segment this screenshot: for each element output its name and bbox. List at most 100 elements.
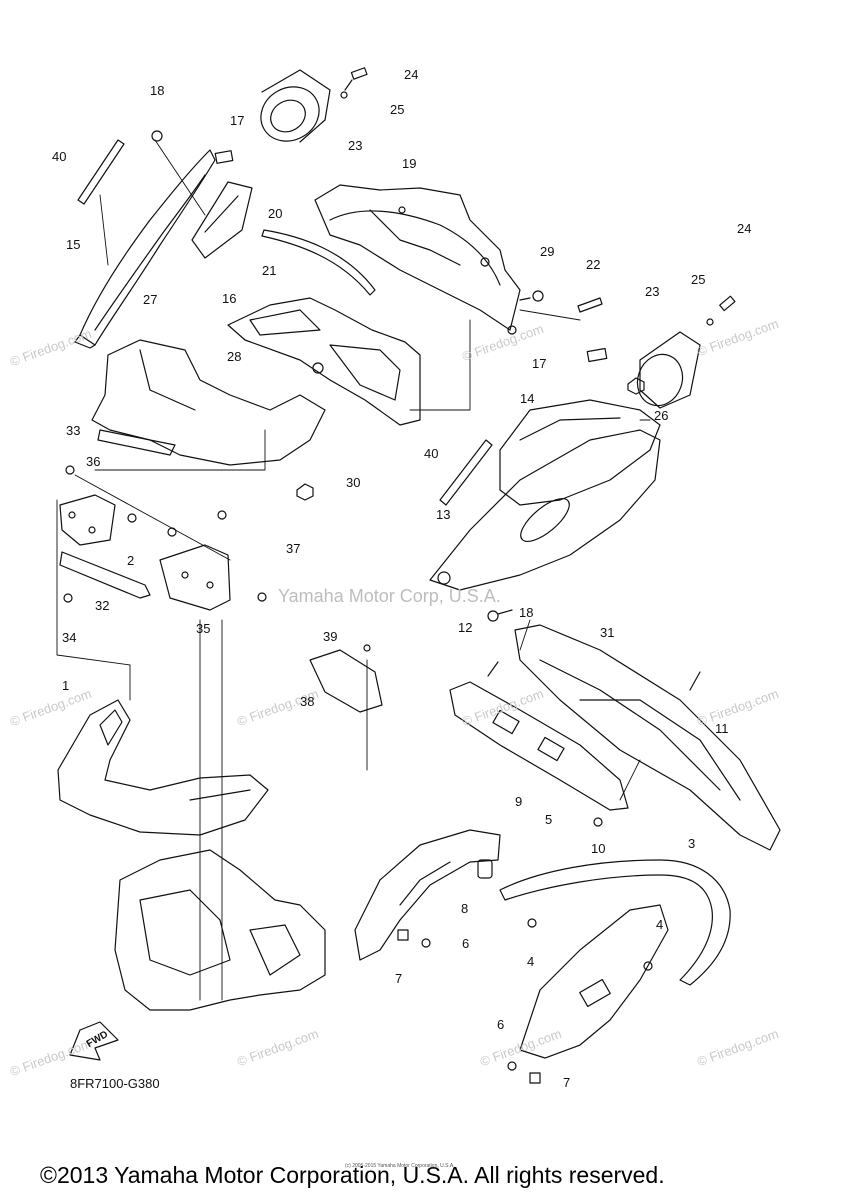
callout-40: 40 — [52, 149, 67, 164]
callout-2: 2 — [127, 553, 135, 568]
part-36-bracket — [59, 494, 116, 546]
callout-25: 25 — [691, 272, 706, 287]
part-39-screw — [363, 644, 371, 652]
callout-34: 34 — [62, 630, 77, 645]
part-12-rivet — [487, 661, 499, 677]
callout-9: 9 — [515, 794, 523, 809]
part-23-end-cap-right — [636, 331, 701, 409]
callout-21: 21 — [262, 263, 277, 278]
callout-1: 1 — [62, 678, 70, 693]
part-11-rivet — [689, 671, 701, 691]
part-6-bolt-b — [507, 1061, 517, 1071]
part-40-strip-lower — [439, 439, 493, 506]
part-32-rod — [59, 551, 151, 599]
callout-22: 22 — [586, 257, 601, 272]
part-9-side-rail — [449, 681, 629, 811]
part-24-bolt-right — [719, 295, 736, 312]
part-24-bolt-upper — [344, 67, 368, 91]
callout-37: 37 — [286, 541, 301, 556]
callout-17: 17 — [230, 113, 245, 128]
callout-27: 27 — [143, 292, 158, 307]
part-15-side-cover — [74, 149, 216, 349]
part-34-bolt — [63, 593, 73, 603]
callout-12: 12 — [458, 620, 473, 635]
part-21-bracket — [227, 297, 421, 426]
part-29-bolt — [519, 290, 544, 302]
tiny-copyright: (c) 2005-2015 Yamaha Motor Corporation, … — [345, 1163, 455, 1169]
part-2-bolt-b — [167, 527, 177, 537]
callout-7: 7 — [395, 971, 403, 986]
part-4-bolt-a — [527, 918, 537, 928]
part-35-bracket — [159, 544, 231, 611]
callout-40: 40 — [424, 446, 439, 461]
part-17-pad-lower — [586, 347, 608, 363]
copyright-notice: ©2013 Yamaha Motor Corporation, U.S.A. A… — [40, 1162, 665, 1188]
part-4-bolt-b — [643, 961, 653, 971]
frame-assembly — [114, 849, 326, 1011]
part-23-end-cap-upper — [260, 69, 331, 143]
part-side-cover-lower — [519, 904, 669, 1059]
callout-5: 5 — [545, 812, 553, 827]
callout-20: 20 — [268, 206, 283, 221]
part-2-bolt-a — [127, 513, 137, 523]
callout-6: 6 — [462, 936, 470, 951]
callout-19: 19 — [402, 156, 417, 171]
part-6-bolt-a — [421, 938, 431, 948]
callout-10: 10 — [591, 841, 606, 856]
callout-11: 11 — [715, 721, 729, 736]
callout-13: 13 — [436, 507, 451, 522]
watermark-center: Yamaha Motor Corp, U.S.A. — [278, 586, 501, 606]
part-18-bolt-lower — [487, 609, 513, 622]
part-31-rail — [514, 624, 781, 851]
callout-14: 14 — [520, 391, 535, 406]
part-5-side-bracket — [354, 829, 501, 961]
callout-7: 7 — [563, 1075, 571, 1090]
callout-28: 28 — [227, 349, 242, 364]
callout-3: 3 — [688, 836, 696, 851]
callout-18: 18 — [519, 605, 534, 620]
part-22-clip — [577, 297, 603, 313]
callout-15: 15 — [66, 237, 81, 252]
callout-35: 35 — [196, 621, 211, 636]
part-7-clip-a — [397, 929, 409, 941]
callout-39: 39 — [323, 629, 338, 644]
part-25-washer-right — [706, 318, 714, 326]
callout-30: 30 — [346, 475, 361, 490]
callout-16: 16 — [222, 291, 237, 306]
part-27-inner-fender — [91, 339, 326, 466]
callout-26: 26 — [654, 408, 669, 423]
callout-25: 25 — [390, 102, 405, 117]
part-14-muffler-cover — [499, 399, 661, 506]
callout-38: 38 — [300, 694, 315, 709]
part-19-rear-frame — [314, 184, 521, 335]
callout-32: 32 — [95, 598, 110, 613]
part-3-grab-rail — [499, 859, 731, 986]
part-16-panel — [191, 181, 253, 259]
callout-24: 24 — [404, 67, 419, 82]
part-18-bolt-upper — [151, 130, 163, 142]
part-30-nut — [296, 483, 314, 501]
part-25-washer-upper — [340, 91, 348, 99]
callout-8: 8 — [461, 901, 469, 916]
part-20-rod — [261, 229, 376, 296]
part-17-pad-upper — [214, 150, 234, 164]
part-26-nut — [627, 377, 645, 395]
callout-6: 6 — [497, 1017, 505, 1032]
callout-23: 23 — [348, 138, 363, 153]
callout-18: 18 — [150, 83, 165, 98]
callout-36: 36 — [86, 454, 101, 469]
fwd-arrow-icon — [69, 1021, 119, 1061]
callout-24: 24 — [737, 221, 752, 236]
part-7-clip-b — [529, 1072, 541, 1084]
callout-23: 23 — [645, 284, 660, 299]
part-8-spacer — [477, 859, 493, 879]
part-37-bolt-a — [217, 510, 227, 520]
callout-29: 29 — [540, 244, 555, 259]
part-10-nut — [593, 817, 603, 827]
part-38-cover — [309, 649, 383, 713]
callout-33: 33 — [66, 423, 81, 438]
callout-17: 17 — [532, 356, 547, 371]
diagram-part-code: 8FR7100-G380 — [70, 1076, 160, 1091]
callout-4: 4 — [656, 917, 664, 932]
